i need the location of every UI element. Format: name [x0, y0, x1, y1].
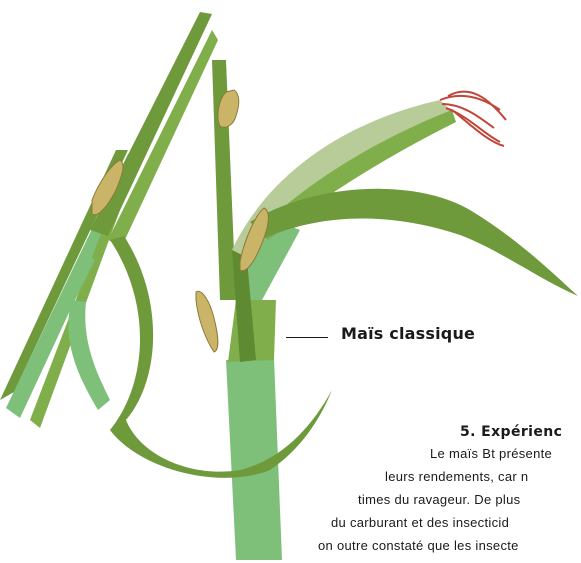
label-leader-line	[286, 337, 328, 338]
right-leaf	[250, 189, 578, 296]
upper-leaf	[90, 12, 218, 246]
maize-label: Maïs classique	[341, 324, 475, 343]
lower-leaf	[68, 236, 332, 478]
center-stalk	[212, 60, 300, 560]
